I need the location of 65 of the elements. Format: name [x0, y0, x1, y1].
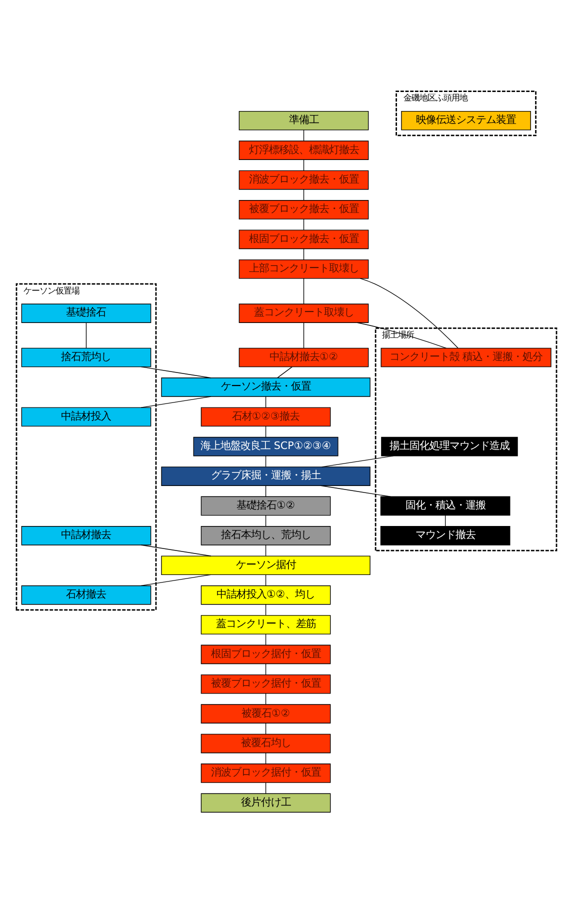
node-box: 被覆ブロック据付・仮置 [200, 674, 331, 694]
node-box: 後片付け工 [200, 792, 331, 812]
node-box: ケーソン撤去・仮置 [161, 377, 370, 396]
node-box: 固化・積込・運搬 [380, 496, 510, 516]
connector [303, 248, 304, 260]
connector [140, 544, 212, 556]
connector [444, 514, 446, 526]
connector [265, 574, 266, 586]
connector [322, 455, 394, 467]
connector [265, 752, 266, 764]
node-box: 揚土固化処理マウンド造成 [381, 436, 518, 456]
connector [265, 514, 266, 526]
node-box: 準備工 [238, 110, 369, 130]
node-box: 石材撤去 [21, 584, 152, 604]
connector [265, 662, 266, 674]
connector [140, 574, 212, 586]
connector [265, 692, 266, 704]
connector [140, 396, 212, 408]
connector [265, 633, 266, 645]
node-box: 基礎捨石①② [200, 496, 331, 516]
connector [265, 484, 266, 496]
connector [265, 455, 266, 467]
node-box: 捨石荒均し [21, 347, 152, 367]
connector [303, 322, 304, 348]
connector [265, 544, 266, 556]
node-box: 灯浮標移設、標識灯撤去 [238, 140, 369, 160]
connector [320, 484, 391, 496]
node-box: 根固ブロック撤去・仮置 [238, 229, 369, 249]
node-box: 中詰材撤去①② [238, 347, 369, 367]
node-box: 根固ブロック据付・仮置 [200, 644, 331, 664]
node-box: 蓋コンクリート取壊し [238, 303, 369, 322]
node-box: マウンド撤去 [380, 526, 510, 545]
node-box: 被覆石均し [200, 733, 331, 753]
node-box: 消波ブロック据付・仮置 [200, 763, 331, 782]
connector [265, 782, 266, 794]
node-box: 石材①②③撤去 [200, 406, 331, 426]
node-box: 被覆ブロック撤去・仮置 [238, 200, 369, 219]
node-box: コンクリート殻 積込・運搬・処分 [380, 347, 552, 367]
node-box: 中詰材撤去 [21, 526, 152, 545]
connector [265, 722, 266, 734]
connector [265, 396, 266, 408]
node-box: 被覆石①② [200, 704, 331, 723]
node-box: 映像伝送システム装置 [401, 110, 531, 130]
connector [356, 322, 447, 348]
connector [303, 188, 304, 200]
node-box: ケーソン据付 [161, 555, 370, 575]
connector [303, 158, 304, 170]
connector [277, 366, 293, 378]
connector [360, 278, 458, 348]
node-box: 海上地盤改良工 SCP①②③④ [193, 436, 338, 456]
node-box: 捨石本均し、荒均し [200, 526, 331, 545]
connector [265, 425, 266, 437]
node-box: 中詰材投入 [21, 406, 152, 426]
node-box: 上部コンクリート取壊し [238, 258, 369, 278]
connector [265, 604, 266, 616]
connector [303, 218, 304, 230]
connector [303, 129, 304, 141]
node-box: 消波ブロック撤去・仮置 [238, 170, 369, 190]
connector [303, 278, 304, 304]
node-box: 中詰材投入①②、均し [200, 584, 331, 604]
connector [140, 366, 212, 378]
connector [86, 322, 87, 348]
node-box: 蓋コンクリート、差筋 [200, 614, 331, 634]
node-box: グラブ床掘・運搬・揚土 [161, 466, 370, 486]
node-box: 基礎捨石 [21, 303, 152, 322]
